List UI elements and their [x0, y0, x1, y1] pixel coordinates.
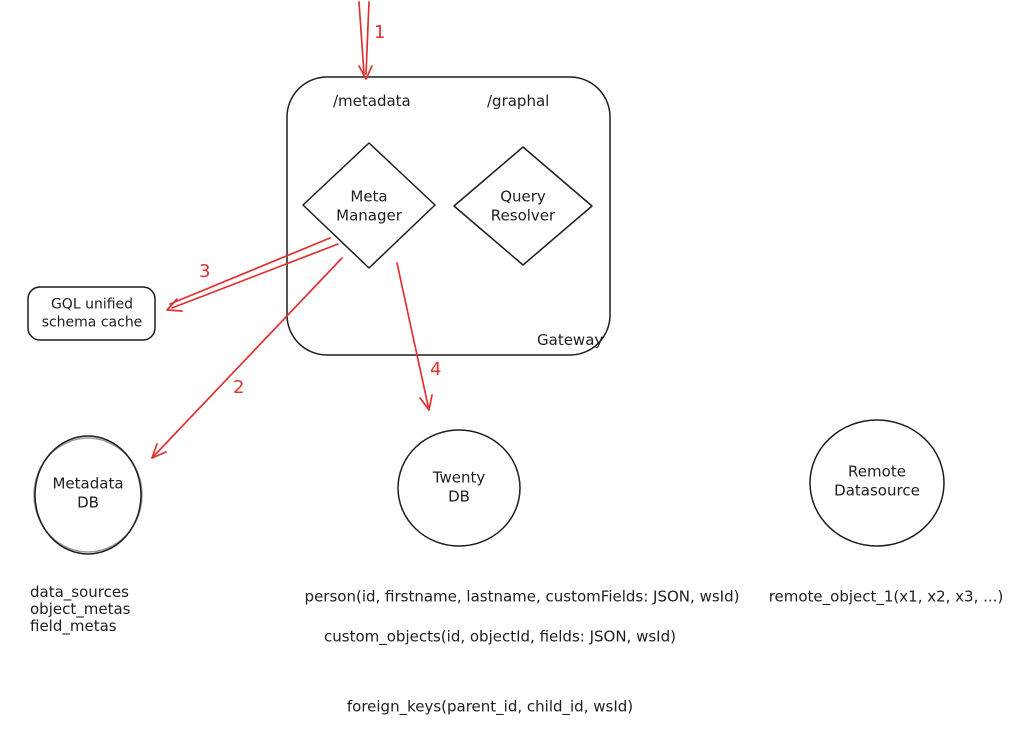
remote-object-table: remote_object_1(x1, x2, x3, ...) [768, 587, 1004, 606]
query-resolver-diamond [453, 146, 593, 266]
person-table: person(id, firstname, lastname, customFi… [304, 587, 740, 606]
cache-box [27, 286, 156, 341]
query-resolver-label: Query Resolver [490, 187, 556, 224]
metadata-db-circle [34, 435, 142, 555]
remote-datasource-label: Remote Datasource [834, 462, 920, 499]
twenty-db-circle [397, 429, 521, 547]
gateway-label: Gateway [537, 331, 604, 349]
metadata-db-circle-sketch [33, 437, 143, 553]
endpoint-graphql-label: /graphal [487, 92, 550, 110]
remote-datasource-circle [809, 419, 945, 547]
step-3-label: 3 [199, 261, 211, 282]
step-2-label: 2 [233, 377, 245, 398]
arrow-3 [166, 237, 339, 312]
custom-objects-table: custom_objects(id, objectId, fields: JSO… [324, 627, 676, 646]
meta-manager-diamond [302, 142, 436, 269]
arrow-1 [358, 1, 373, 80]
step-4-label: 4 [430, 359, 442, 380]
arrow-2 [151, 257, 343, 459]
endpoint-metadata-label: /metadata [333, 92, 411, 110]
meta-manager-label: Meta Manager [336, 187, 402, 224]
step-1-label: 1 [374, 22, 386, 43]
cache-label: GQL unified schema cache [41, 296, 143, 331]
twenty-db-label: Twenty DB [432, 468, 486, 505]
arrow-4 [396, 262, 433, 411]
metadata-db-label: Metadata DB [52, 474, 124, 511]
foreign-keys-table: foreign_keys(parent_id, child_id, wsId) [346, 697, 634, 716]
metadata-db-tables: data_sources object_metas field_metas [30, 583, 131, 635]
gateway-box [286, 76, 611, 356]
